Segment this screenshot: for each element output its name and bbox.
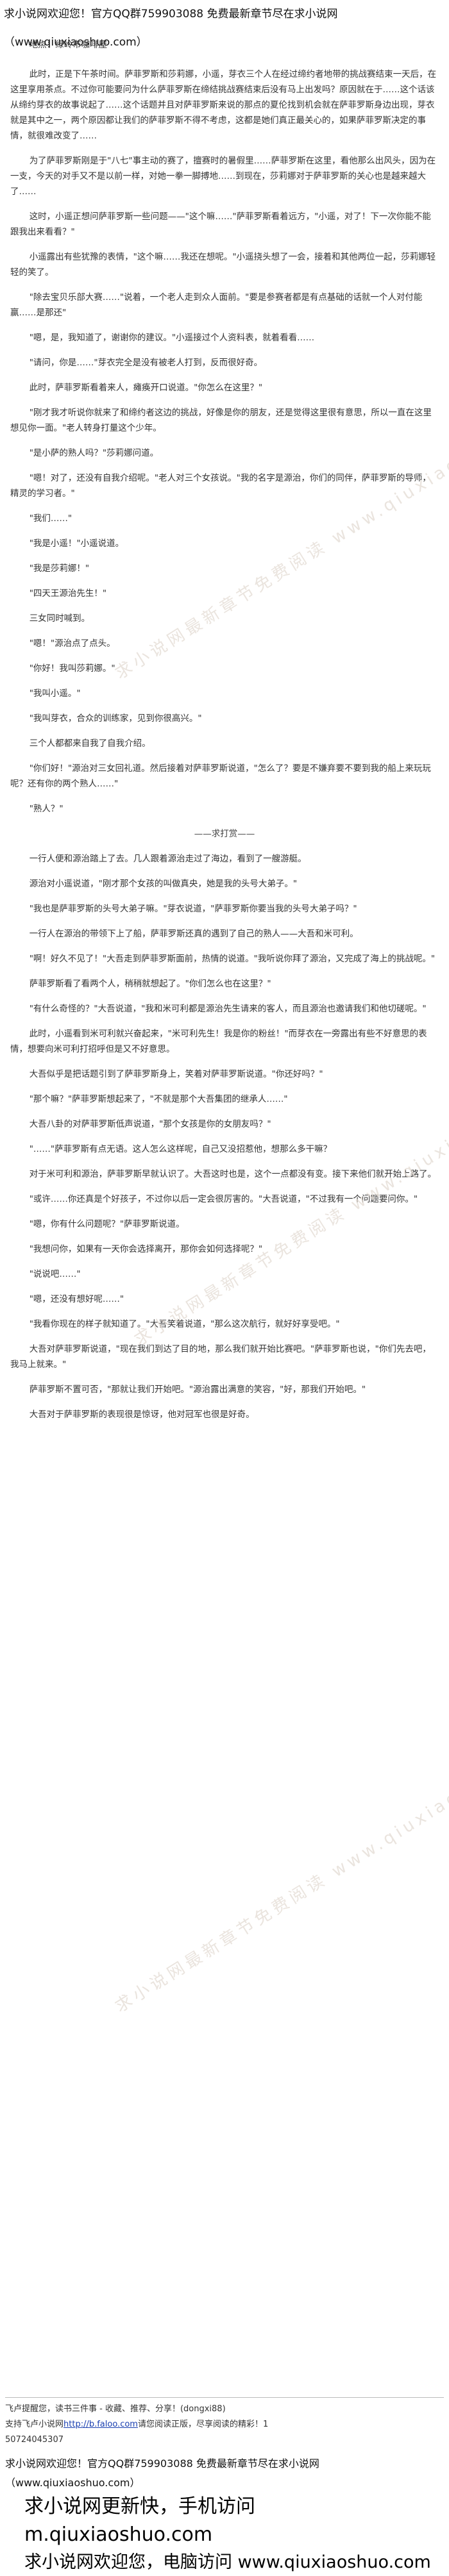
footer-support-prefix: 支持飞卢小说网 [5, 2420, 64, 2429]
story-paragraph: 此时，小遥看到米可利就兴奋起来，"米可利先生！我是你的粉丝！"而芽衣在一旁露出有… [10, 1029, 427, 1054]
story-paragraph: 三女同时喊到。 [29, 613, 90, 624]
story-paragraph: 对于米可利和源治，萨菲罗斯早就认识了。大吾这时也是，这个一点都没有变。接下来他们… [29, 1169, 437, 1179]
story-paragraph: "我也是萨菲罗斯的头号大弟子嘛。"芽衣说道，"萨菲罗斯你要当我的头号大弟子吗？" [29, 904, 357, 914]
story-paragraph: 大吾似乎是把话题引到了萨菲罗斯身上，笑着对萨菲罗斯说道。"你还好吗？" [29, 1069, 323, 1079]
mobile-access-banner[interactable]: 求小说网更新快，手机访问 m.qiuxiaoshuo.com [24, 2495, 255, 2546]
story-paragraph: "那个嘛？"萨菲罗斯想起来了，"不就是那个大吾集团的继承人……" [29, 1094, 288, 1104]
story-paragraph: 为了萨菲罗斯刚是于"八七"事主动的赛了，擅赛时的暑假里……萨菲罗斯在这里，看他那… [10, 156, 436, 197]
story-paragraph: "我叫小遥。" [29, 688, 81, 699]
footer-site-ad: 求小说网欢迎您！官方QQ群759903088 免费最新章节尽在求小说网（www.… [5, 2457, 319, 2489]
footer-id-code: 50724045307 [5, 2435, 64, 2445]
story-paragraph: "四天王源治先生！" [29, 588, 107, 599]
footer-support-line: 支持飞卢小说网http://b.faloo.com请您阅读正版，尽享阅读的精彩！… [5, 2417, 444, 2432]
story-paragraph: "熟人？" [29, 804, 64, 814]
story-paragraph: "嗯，还没有想好呢……" [29, 1294, 124, 1304]
story-paragraph: "我叫芽衣，合众的训练家，见到你很高兴。" [29, 713, 202, 724]
story-paragraph: "我是莎莉娜！" [29, 563, 90, 574]
story-paragraph: "除去宝贝乐部大赛……"说着，一个老人走到众人面前。"要是参赛者都是有点基础的话… [10, 292, 423, 318]
story-paragraph: "我看你现在的样子就知道了。"大吾笑着说道，"那么这次航行，就好好享受吧。" [29, 1319, 340, 1329]
story-paragraph: 萨菲罗斯不置可否，"那就让我们开始吧。"源治露出满意的笑容，"好，那我们开始吧。… [29, 1384, 366, 1395]
story-paragraph: ——求打赏—— [194, 829, 255, 839]
footer-support-suffix: 请您阅读正版，尽享阅读的精彩！1 [137, 2420, 269, 2429]
story-paragraph: "嗯！对了，还没有自我介绍呢。"老人对三个女孩说。"我的名字是源治，你们的同伴，… [10, 473, 431, 499]
story-paragraph: "我是小遥！"小遥说道。 [29, 538, 124, 549]
footer-divider [5, 2397, 444, 2398]
story-paragraph: 这时，小遥正想问萨菲罗斯一些问题——"这个嘛……"萨菲罗斯看着远方，"小遥，对了… [10, 212, 431, 237]
story-paragraph: "或许……你还真是个好孩子，不过你以后一定会很厉害的。"大吾说道，"不过我有一个… [29, 1194, 418, 1204]
story-paragraph: "我想问你，如果有一天你会选择离开，那你会如何选择呢？" [29, 1244, 263, 1254]
story-paragraph: 大吾八卦的对萨菲罗斯低声说道，"那个女孩是你的女朋友吗？" [29, 1119, 271, 1129]
story-paragraph: "是小萨的熟人吗？"莎莉娜问道。 [29, 448, 159, 458]
chapter-footer: 飞卢提醒您，读书三件事 - 收藏、推荐、分享！(dongxi88) 支持飞卢小说… [0, 2397, 449, 2572]
story-paragraph: 源治对小遥说道，"刚才那个女孩的叫做真央，她是我的头号大弟子。" [29, 879, 298, 889]
story-paragraph: 大吾对于萨菲罗斯的表现很是惊讶，他对冠军也很是好奇。 [29, 1409, 255, 1420]
footer-reminder: 飞卢提醒您，读书三件事 - 收藏、推荐、分享！(dongxi88) [5, 2404, 226, 2414]
story-paragraph: "啊！好久不见了！"大吾走到萨菲罗斯面前，热情的说道。"我听说你拜了源治，又完成… [29, 954, 436, 964]
story-paragraph: 一行人在源治的带领下上了船，萨菲罗斯还真的遇到了自己的熟人——大吾和米可利。 [29, 929, 359, 939]
faloo-link[interactable]: http://b.faloo.com [64, 2420, 138, 2429]
desktop-access-banner[interactable]: 求小说网欢迎您，电脑访问 www.qiuxiaoshuo.com [24, 2552, 431, 2572]
story-paragraph: 一行人便和源治踏上了去。几人跟着源治走过了海边，看到了一艘游艇。 [29, 854, 307, 864]
story-paragraph: 大吾对萨菲罗斯说道，"现在我们到达了目的地，那么我们就开始比赛吧。"萨菲罗斯也说… [10, 1344, 431, 1370]
story-paragraph: "你们好！"源治对三女回礼道。然后接着对萨菲罗斯说道，"怎么了？要是不嫌弃要不要… [10, 763, 431, 789]
story-paragraph: "嗯！"源治点了点头。 [29, 638, 115, 649]
story-paragraph: "我们……" [29, 513, 72, 524]
story-paragraph: "刚才我才听说你就来了和缔约者这边的挑战，好像是你的朋友，还是觉得这里很有意思，… [10, 408, 432, 433]
story-paragraph: 此时，萨菲罗斯看着来人，瘫痪开口说道。"你怎么在这里？" [29, 383, 263, 393]
story-paragraph: "嗯，你有什么问题呢？"萨菲罗斯说道。 [29, 1219, 185, 1229]
story-paragraph: "说说吧……" [29, 1269, 81, 1279]
story-paragraph: "有什么奇怪的？"大吾说道，"我和米可利都是源治先生请来的客人，而且源治也邀请我… [29, 1004, 427, 1014]
story-paragraph: 此时，正是下午茶时间。萨菲罗斯和莎莉娜，小遥，芽衣三个人在经过缔约者地带的挑战赛… [10, 69, 437, 141]
story-paragraph: "请问，你是……"芽衣完全是没有被老人打到，反而很好奇。 [29, 358, 263, 368]
site-notice-header: 求小说网欢迎您！官方QQ群759903088 免费最新章节尽在求小说网（www.… [4, 8, 338, 49]
story-paragraph: "嗯，是，我知道了，谢谢你的建议。"小遥接过个人资料表，就着看看…… [29, 333, 315, 343]
story-paragraph: 小遥露出有些犹豫的表情，"这个嘛……我还在想呢。"小遥挠头想了一会，接着和其他两… [10, 252, 436, 278]
story-paragraph: "你好！我叫莎莉娜。" [29, 663, 115, 674]
chapter-content: 地点：绿岭市咖啡屋此时，正是下午茶时间。萨菲罗斯和莎莉娜，小遥，芽衣三个人在经过… [0, 37, 449, 2409]
location-line: 地点：绿岭市咖啡屋 [29, 40, 108, 50]
story-paragraph: 萨菲罗斯看了看两个人，稍稍就想起了。"你们怎么也在这里？" [29, 979, 271, 989]
story-paragraph: 三个人都都来自我了自我介绍。 [29, 738, 151, 749]
story-paragraph: "……"萨菲罗斯有点无语。这人怎么这样呢，自己又没招惹他，想那么多干嘛？ [29, 1144, 332, 1154]
